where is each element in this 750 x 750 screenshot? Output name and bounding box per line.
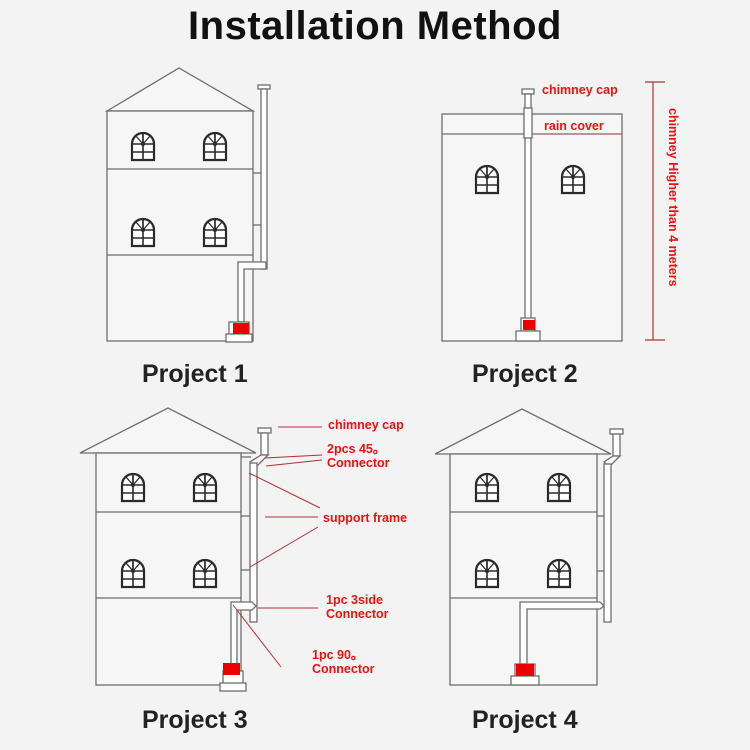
support-frame-label: support frame [323,511,408,525]
stove-icon [523,320,535,330]
chimney-cap-label: chimney cap [328,418,404,432]
90-connector-label: 1pc 90。 Connector [312,648,375,676]
project-3-house [79,407,272,692]
height-note-label: chimney Higher than 4 meters [666,108,680,287]
45-connector-label: 2pcs 45。 Connector [327,442,390,470]
project-1-house [104,67,271,343]
project-2-label: Project 2 [472,360,578,388]
rain-cover-label: rain cover [544,119,604,133]
stove-icon [233,323,249,334]
stove-icon [516,664,534,676]
project-4-label: Project 4 [472,706,578,734]
page-title: Installation Method [188,4,562,48]
project-1-label: Project 1 [142,360,248,388]
leader-lines [232,426,323,668]
stove-icon [223,663,240,675]
project-4-house [434,408,624,686]
3side-connector-label: 1pc 3side Connector [326,593,389,621]
project-3-label: Project 3 [142,706,248,734]
height-dimension-line [645,81,665,341]
chimney-cap-label: chimney cap [542,83,618,97]
